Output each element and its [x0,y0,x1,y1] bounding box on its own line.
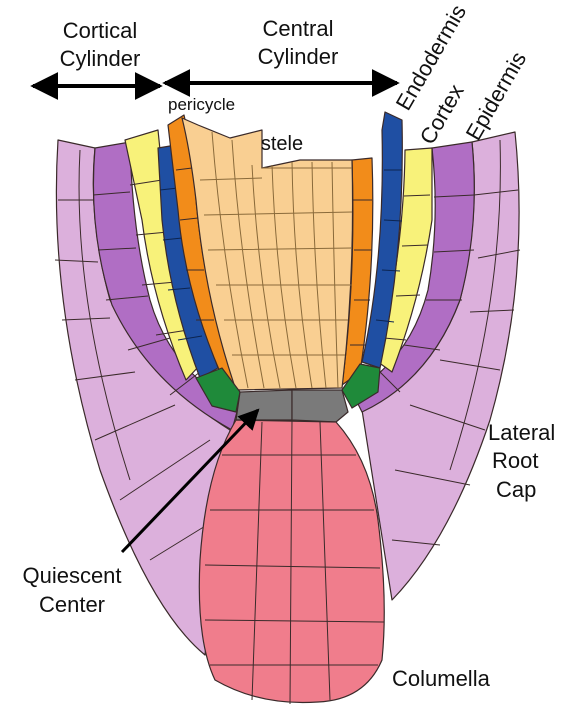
label-lateral-root-cap-line3: Cap [496,477,536,502]
label-cortical-line2: Cylinder [60,46,141,71]
label-epidermis: Epidermis [461,47,532,144]
label-pericycle: pericycle [168,95,235,114]
label-cortical-line1: Cortical [63,18,138,43]
quiescent-center-cell-left [236,390,292,420]
label-stele: stele [261,133,303,155]
label-lateral-root-cap-line2: Root [492,448,538,473]
label-central-line2: Cylinder [258,44,339,69]
columella-tissue [199,420,384,704]
label-lateral-root-cap-line1: Lateral [488,420,555,445]
quiescent-center-cell-right [292,390,348,422]
label-columella: Columella [392,666,491,691]
label-central-line1: Central [263,16,334,41]
label-quiescent-line2: Center [39,592,105,617]
label-quiescent-line1: Quiescent [22,563,121,588]
